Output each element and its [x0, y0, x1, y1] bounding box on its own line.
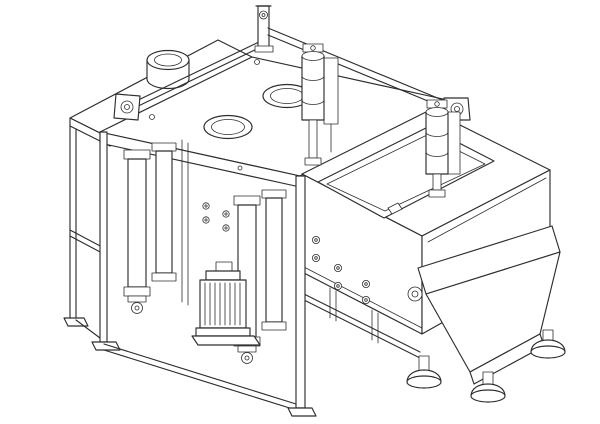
manhole-left: [204, 116, 252, 139]
bolt-details-interior: [203, 203, 229, 231]
discharge-hopper: [408, 226, 560, 384]
under-frame: [304, 288, 420, 358]
suspension-frame: [255, 6, 470, 120]
rubber-feet: [407, 330, 565, 402]
support-frame-left: [64, 126, 188, 338]
support-frame-front-right: [288, 176, 316, 416]
damper-cylinder-pair-left: [124, 143, 176, 314]
electric-motor: [192, 262, 260, 345]
suspension-cylinder-rear: [426, 100, 460, 197]
bolt-details-box: [312, 236, 369, 303]
lid-handle: [388, 203, 402, 214]
suspension-cylinder-front: [302, 44, 338, 165]
inlet-spout: [147, 51, 189, 89]
support-frame-front-left: [92, 132, 296, 410]
suspension-tie-bar: [114, 42, 259, 120]
eye-bracket-hopper: [408, 287, 422, 301]
